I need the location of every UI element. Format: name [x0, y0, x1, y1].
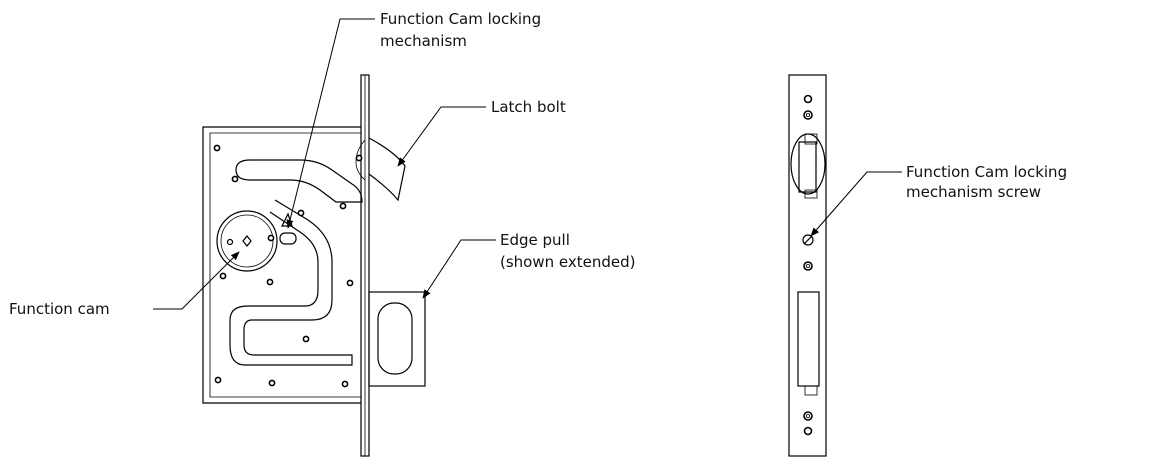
function-cam	[216, 210, 278, 272]
callout-function-cam: Function cam	[9, 251, 240, 318]
lock-side-view	[202, 74, 426, 457]
edge-pull	[368, 291, 426, 387]
edge-pull-label-line1: Edge pull	[500, 231, 570, 249]
cam-locking-mechanism	[279, 212, 297, 245]
mounting-holes	[213, 144, 363, 388]
lock-case	[202, 126, 361, 404]
locking-mechanism-screw	[802, 234, 814, 246]
cam-slot-track	[235, 159, 363, 203]
latch-bolt	[368, 137, 406, 202]
screw-label-line2: mechanism screw	[906, 183, 1041, 201]
callout-edge-pull: Edge pull (shown extended)	[422, 231, 635, 299]
callout-cam-locking-mechanism: Function Cam locking mechanism	[286, 10, 541, 229]
screw-label-line1: Function Cam locking	[906, 163, 1067, 181]
edge-pull-slot	[797, 291, 820, 396]
callout-locking-screw: Function Cam locking mechanism screw	[810, 163, 1067, 237]
faceplate-front-view	[788, 74, 827, 457]
function-cam-label: Function cam	[9, 300, 110, 318]
latch-opening	[790, 133, 826, 199]
cam-lock-label-line1: Function Cam locking	[380, 10, 541, 28]
edge-pull-label-line2: (shown extended)	[500, 253, 635, 271]
callout-latch-bolt: Latch bolt	[397, 98, 566, 167]
cam-lock-label-line2: mechanism	[380, 32, 467, 50]
latch-bolt-label: Latch bolt	[491, 98, 566, 116]
